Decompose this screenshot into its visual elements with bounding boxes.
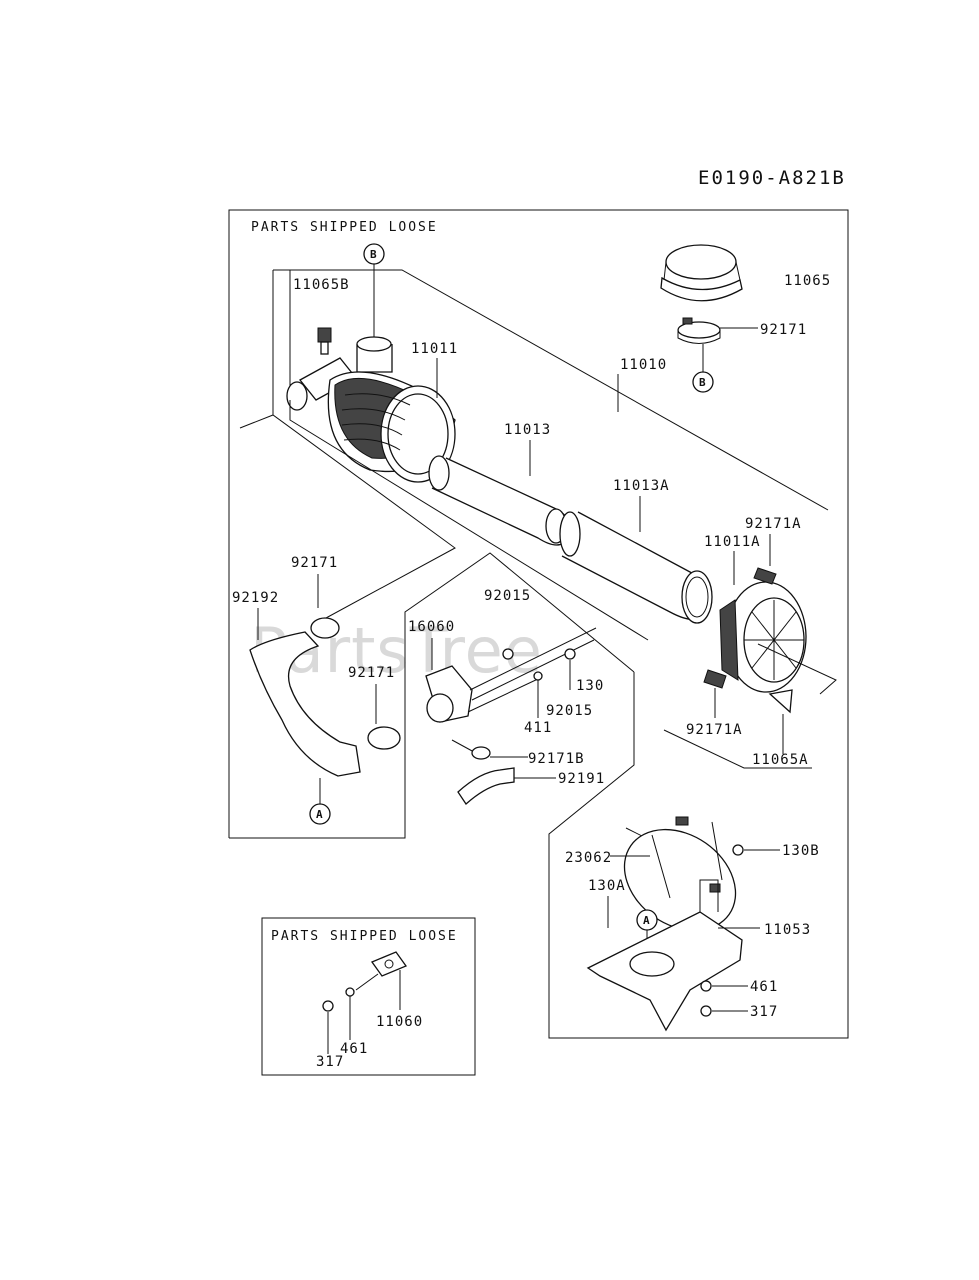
label-92171A-bottom: 92171A: [686, 722, 743, 738]
small-hose-92191: [457, 767, 515, 805]
label-11065B: 11065B: [293, 277, 350, 293]
label-11065: 11065: [784, 273, 831, 289]
air-cleaner-body: [286, 327, 456, 483]
label-23062: 23062: [565, 850, 612, 866]
label-92015-bottom: 92015: [546, 703, 593, 719]
gasket-11060: [370, 951, 408, 977]
label-317-bracket: 317: [750, 1004, 778, 1020]
diagram-code: E0190-A821B: [698, 167, 846, 189]
callout-b-top: B: [363, 243, 385, 265]
small-box-title: PARTS SHIPPED LOOSE: [271, 929, 458, 944]
label-11013: 11013: [504, 422, 551, 438]
callout-b-clamp: B: [692, 371, 714, 393]
label-16060: 16060: [408, 619, 455, 635]
label-92015-top: 92015: [484, 588, 531, 604]
label-130B: 130B: [782, 843, 820, 859]
svg-text:B: B: [370, 248, 377, 261]
svg-text:B: B: [699, 376, 706, 389]
label-92171-hose-bottom: 92171: [348, 665, 395, 681]
nut-461-small: [345, 987, 355, 997]
nut-317-small: [322, 1000, 334, 1012]
nut-317-bracket: [700, 1005, 712, 1017]
primary-filter-element: [428, 455, 572, 546]
label-11065A: 11065A: [752, 752, 809, 768]
label-92171A-top: 92171A: [745, 516, 802, 532]
label-92191: 92191: [558, 771, 605, 787]
bolt-130B: [732, 844, 744, 856]
band-clamp-23062: [623, 816, 737, 932]
label-11013A: 11013A: [613, 478, 670, 494]
safety-filter-element: [559, 511, 713, 624]
label-11011A: 11011A: [704, 534, 761, 550]
nut-461-bracket: [700, 980, 712, 992]
label-317-small: 317: [316, 1054, 344, 1070]
air-cleaner-rear-cover: [703, 567, 807, 714]
svg-text:A: A: [316, 808, 323, 821]
label-461-small: 461: [340, 1041, 368, 1057]
label-92192: 92192: [232, 590, 279, 606]
svg-text:A: A: [643, 914, 650, 927]
clamp-92171B: [471, 746, 491, 760]
hose-clamp-top: [677, 317, 721, 344]
intake-hose: [249, 617, 401, 777]
label-92171-top: 92171: [760, 322, 807, 338]
label-92171B: 92171B: [528, 751, 585, 767]
label-11053: 11053: [764, 922, 811, 938]
bolts-and-washers: [502, 648, 576, 681]
small-box-border: [261, 917, 476, 1076]
air-cleaner-cap: [660, 244, 743, 302]
label-461-bracket: 461: [750, 979, 778, 995]
main-box-title: PARTS SHIPPED LOOSE: [251, 220, 438, 235]
mounting-bracket-11053: [586, 879, 743, 1032]
label-11011: 11011: [411, 341, 458, 357]
label-11010: 11010: [620, 357, 667, 373]
label-130: 130: [576, 678, 604, 694]
callout-a-hose: A: [309, 803, 331, 825]
label-11060: 11060: [376, 1014, 423, 1030]
main-box-inner-border: [229, 718, 406, 839]
callout-a-bracket: A: [636, 909, 658, 931]
main-box-border: [228, 209, 849, 1039]
label-92171-hose-top: 92171: [291, 555, 338, 571]
label-130A: 130A: [588, 878, 626, 894]
label-411: 411: [524, 720, 552, 736]
